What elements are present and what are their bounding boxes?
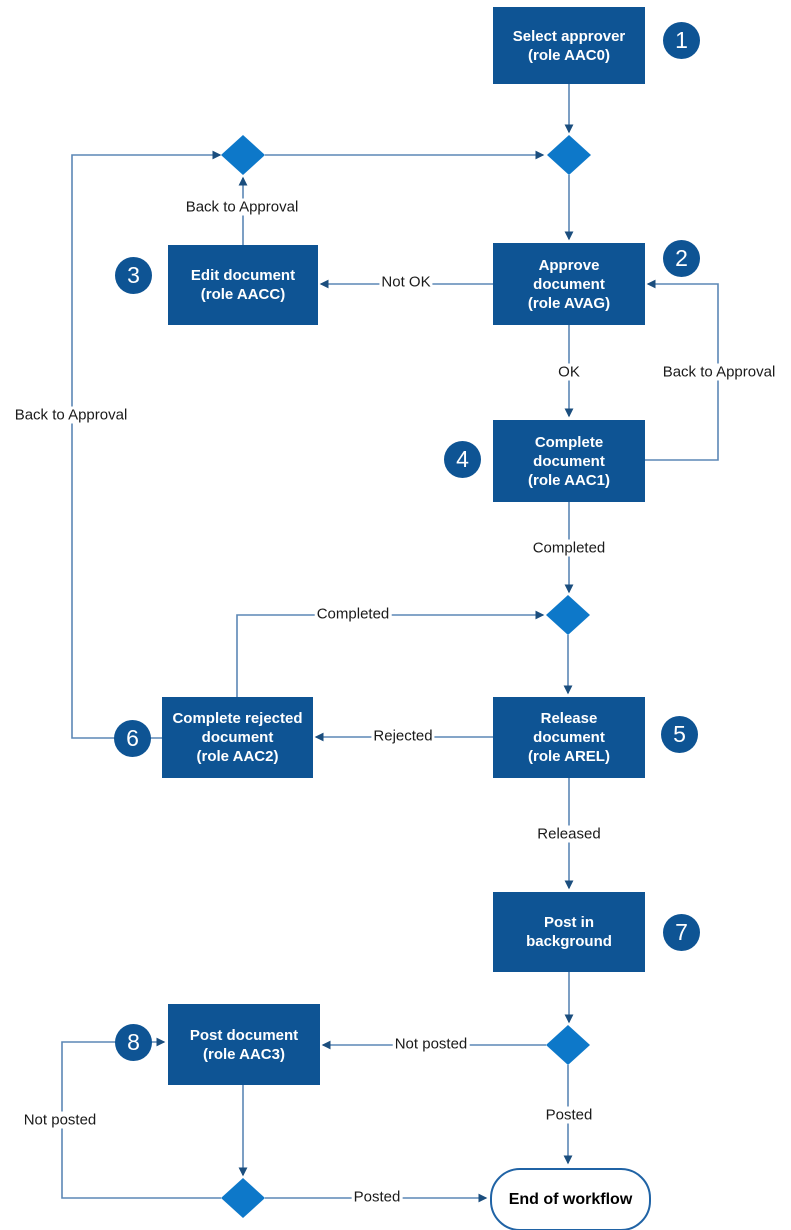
node-release-document: Release document (role AREL) [493, 697, 645, 778]
node-end-of-workflow: End of workflow [490, 1168, 651, 1230]
edge-label-back-to-approval-right: Back to Approval [660, 363, 778, 381]
step-badge-1: 1 [663, 22, 700, 59]
decision-posted [546, 1025, 590, 1065]
edge-label-back-to-approval-edit: Back to Approval [183, 198, 301, 216]
step-badge-7: 7 [663, 914, 700, 951]
step-badge-2: 2 [663, 240, 700, 277]
step-badge-3: 3 [115, 257, 152, 294]
edge-label-completed-vertical: Completed [530, 539, 608, 557]
node-edit-document: Edit document (role AACC) [168, 245, 318, 325]
edge-rejecteddoc-to-decisionleft-loop [71, 150, 222, 739]
node-approve-document: Approve document (role AVAG) [493, 243, 645, 325]
step-badge-8: 8 [115, 1024, 152, 1061]
node-post-in-background: Post in background [493, 892, 645, 972]
edge-label-not-ok: Not OK [379, 273, 433, 291]
edge-label-not-posted-horizontal: Not posted [392, 1035, 470, 1053]
edge-label-posted-horizontal: Posted [351, 1188, 403, 1206]
step-badge-5: 5 [661, 716, 698, 753]
edge-rejecteddoc-to-decision2 [236, 610, 545, 697]
edge-label-released: Released [535, 825, 603, 843]
edge-label-not-posted-left: Not posted [21, 1111, 99, 1129]
decision-posted-retry [221, 1178, 265, 1218]
edge-label-posted-vertical: Posted [543, 1106, 595, 1124]
edge-label-ok: OK [556, 363, 582, 381]
node-post-document: Post document (role AAC3) [168, 1004, 320, 1085]
decision-back-to-approval-merge [221, 135, 265, 175]
edge-label-back-to-approval-left: Back to Approval [12, 406, 130, 424]
step-badge-6: 6 [114, 720, 151, 757]
decision-after-select [547, 135, 591, 175]
edge-label-completed-horizontal: Completed [314, 605, 392, 623]
step-badge-4: 4 [444, 441, 481, 478]
decision-completed [546, 595, 590, 635]
edge-label-rejected: Rejected [371, 727, 435, 745]
node-complete-rejected-document: Complete rejected document (role AAC2) [162, 697, 313, 778]
node-select-approver: Select approver (role AAC0) [493, 7, 645, 84]
node-complete-document: Complete document (role AAC1) [493, 420, 645, 502]
